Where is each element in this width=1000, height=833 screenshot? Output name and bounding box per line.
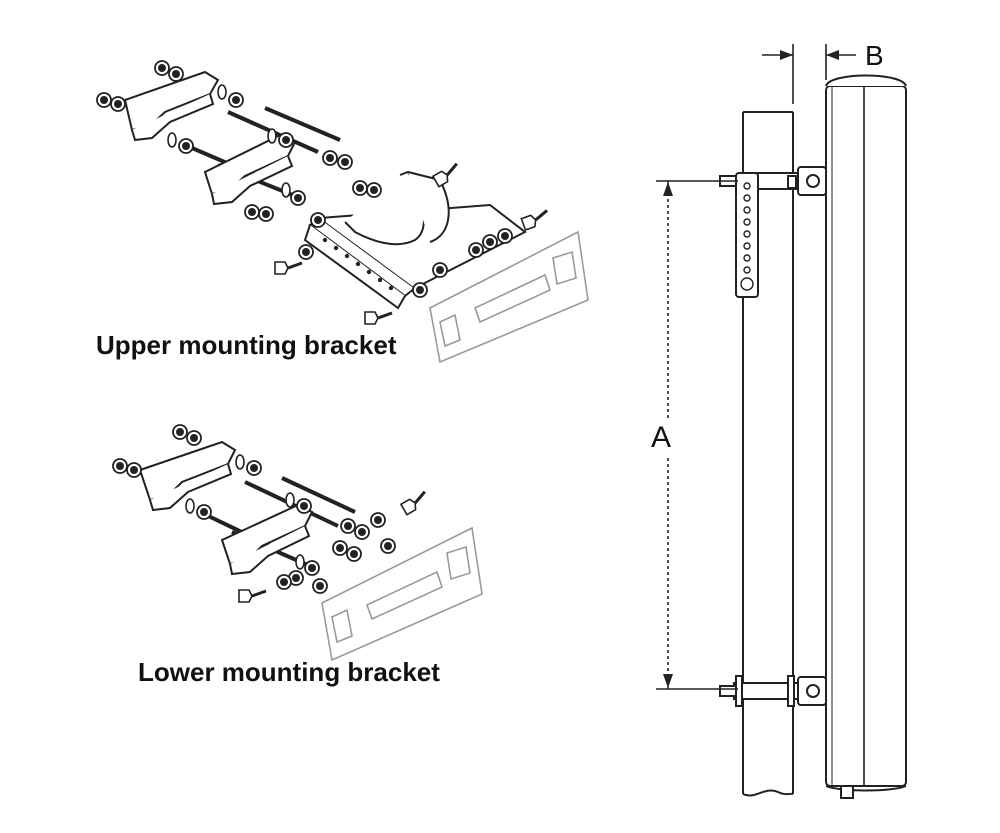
dimension-b: [762, 44, 856, 104]
upper-angle-bracket: [303, 170, 527, 310]
upper-bracket-caption: Upper mounting bracket: [96, 330, 397, 360]
mast-upper-bracket: [719, 166, 827, 298]
dimension-a: [656, 180, 738, 690]
upper-bracket-assembly: [96, 60, 589, 364]
antenna-radome: [825, 74, 907, 799]
dimension-b-label: B: [865, 40, 884, 71]
antenna-side-view: [656, 44, 907, 799]
upper-gasket-plate: [429, 230, 589, 364]
lower-bracket-assembly: [112, 424, 483, 662]
lower-clamp-plate-front: [220, 503, 314, 576]
mast-lower-bracket: [719, 675, 827, 707]
lower-gasket-plate: [321, 526, 483, 662]
dimension-a-label: A: [651, 421, 672, 454]
lower-bracket-caption: Lower mounting bracket: [138, 657, 440, 687]
upper-clamp-plate-back: [123, 70, 220, 142]
lower-clamp-plate-back: [138, 440, 237, 512]
